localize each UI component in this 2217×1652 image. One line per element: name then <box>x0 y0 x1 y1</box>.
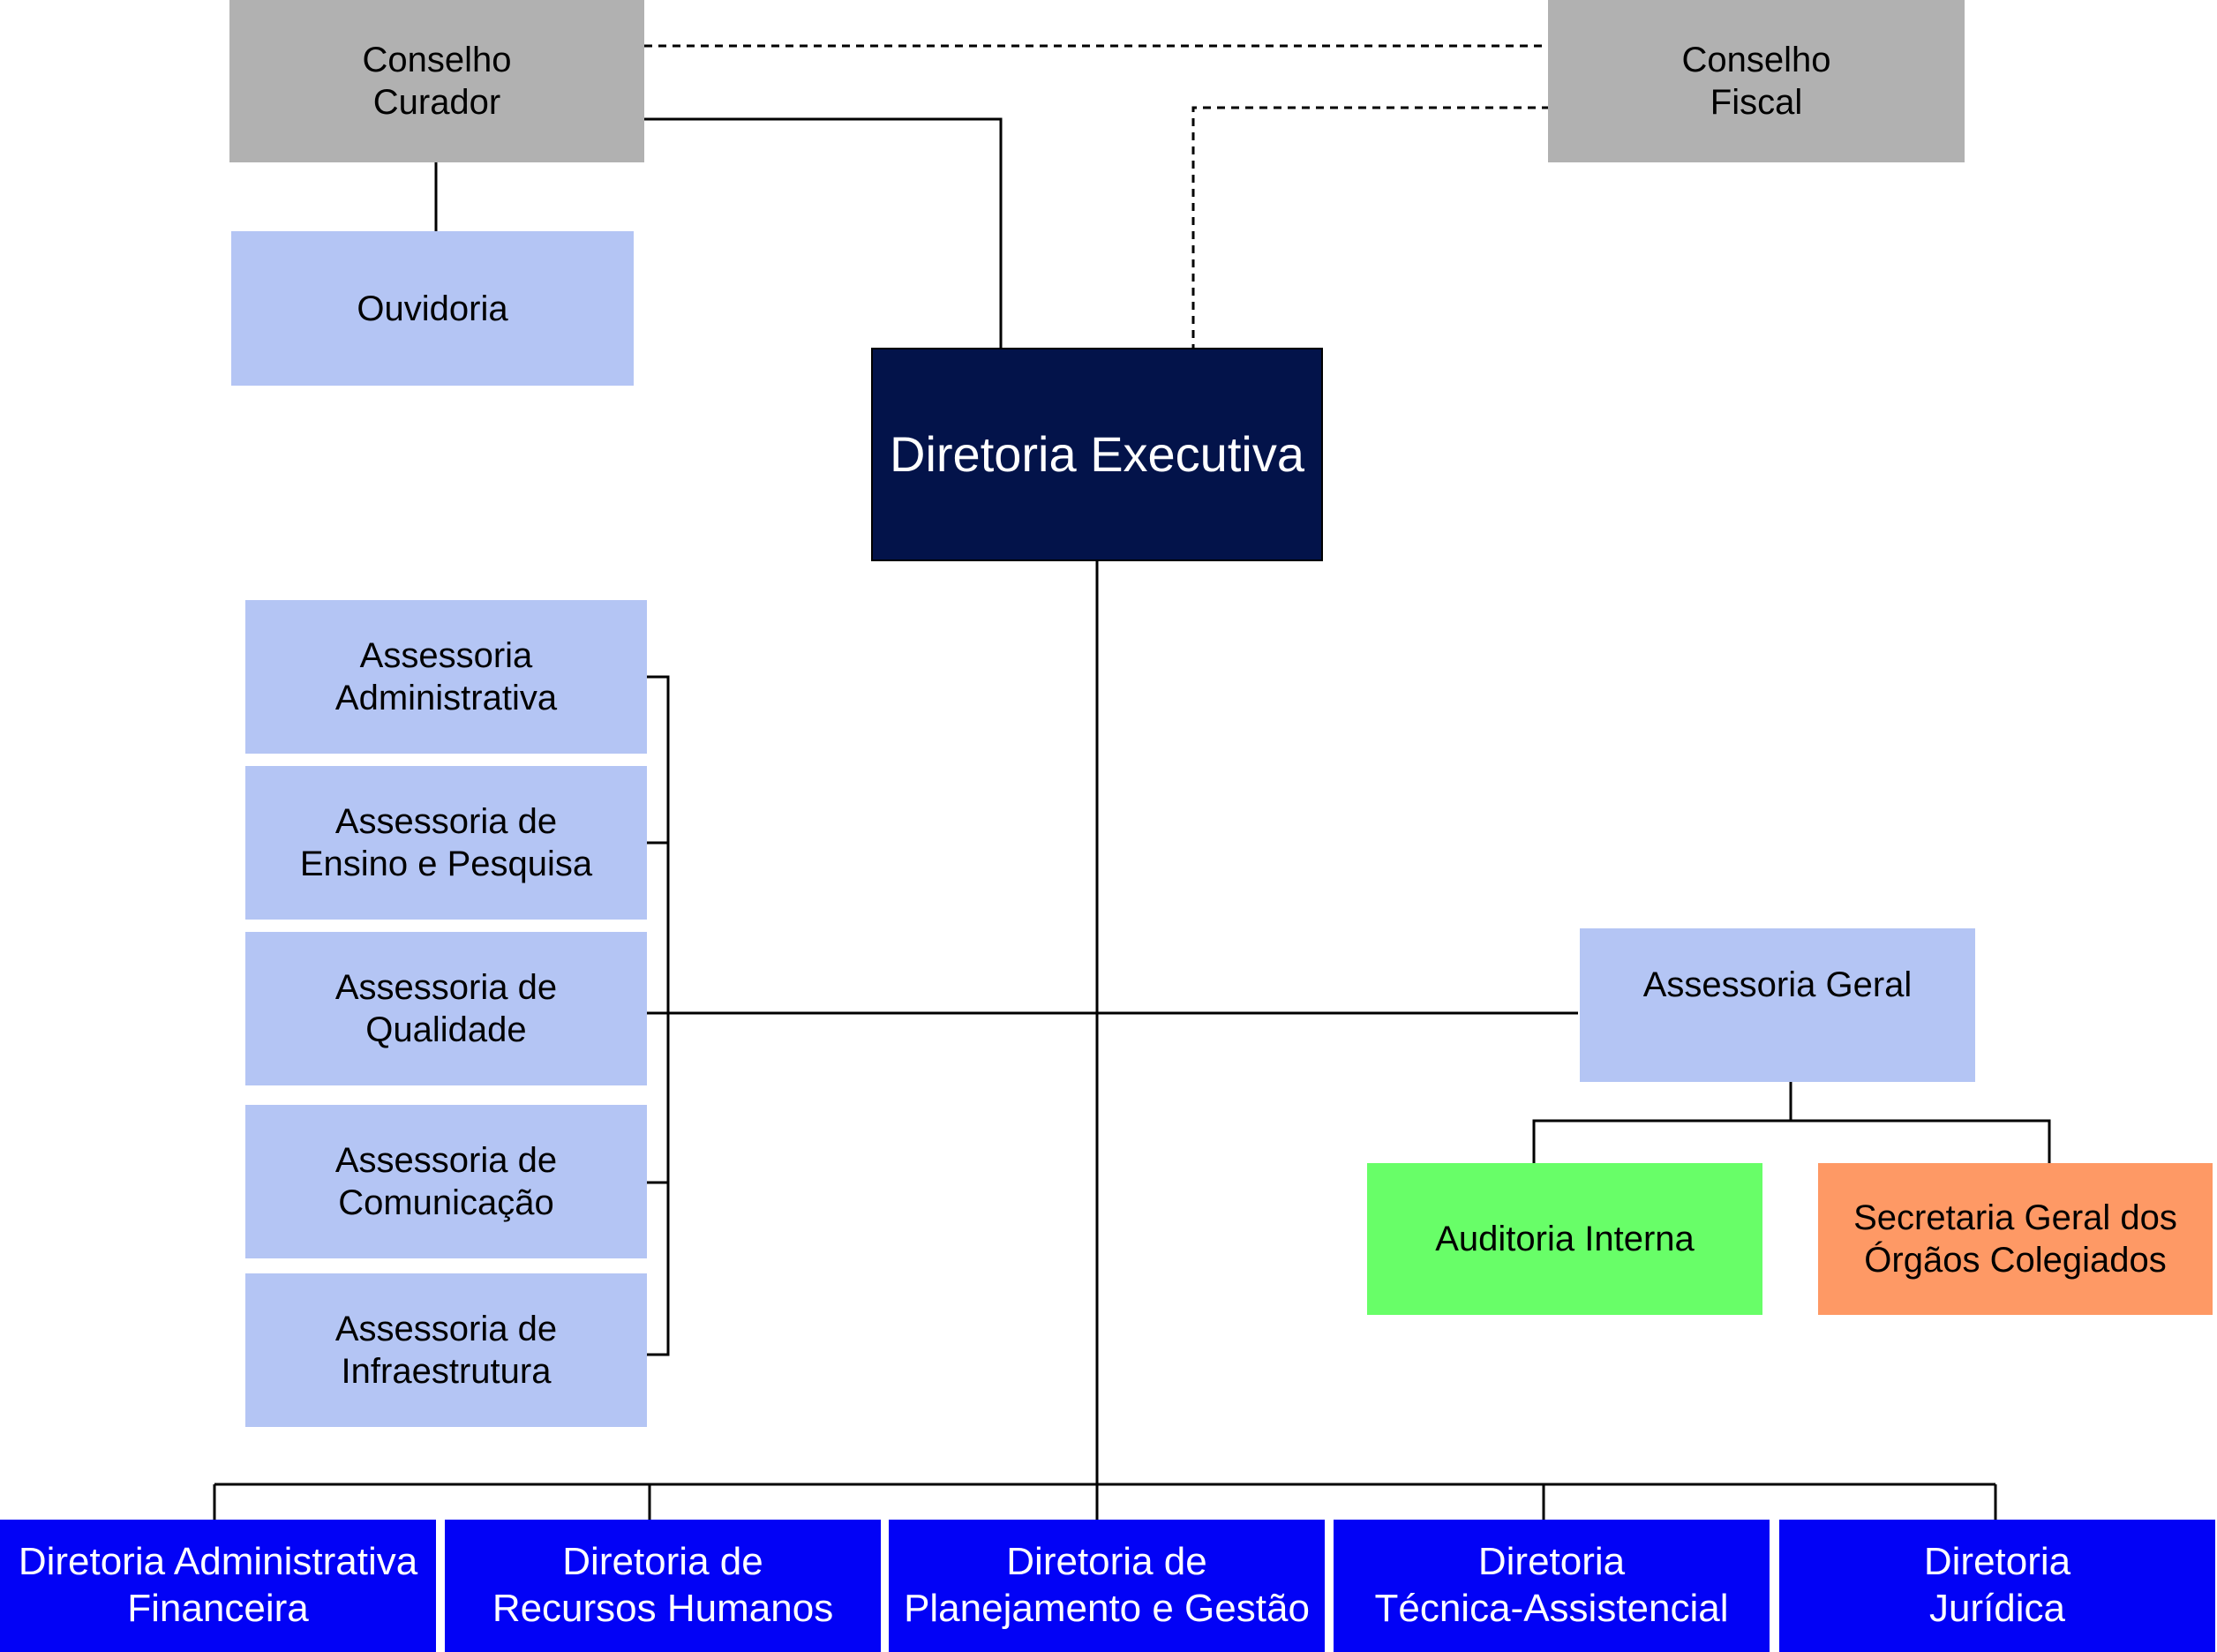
assessoria-label: Assessoria de Comunicação <box>334 1141 558 1222</box>
diretoria-label: Diretoria de Recursos Humanos <box>492 1540 834 1630</box>
diretoria-box: Diretoria Administrativa Financeira <box>0 1520 436 1652</box>
assessoria-label: Assessoria de Qualidade <box>334 968 558 1049</box>
assessoria-box: Assessoria de Infraestrutura <box>245 1273 647 1427</box>
diretoria-executiva-box: Diretoria Executiva <box>871 348 1323 561</box>
line-curador-executiva <box>644 117 1003 362</box>
ouvidoria-label: Ouvidoria <box>357 289 508 328</box>
assessoria-geral-label: Assessoria Geral <box>1642 965 1913 1004</box>
ouvidoria-box: Ouvidoria <box>231 231 634 386</box>
assessoria-box: Assessoria de Qualidade <box>245 932 647 1085</box>
conselho-fiscal-box: Conselho Fiscal <box>1548 0 1965 162</box>
assessoria-box: Assessoria de Ensino e Pesquisa <box>245 766 647 920</box>
line-directorates-bus <box>213 1483 1997 1520</box>
assessoria-box: Assessoria Administrativa <box>245 600 647 754</box>
assessoria-label: Assessoria Administrativa <box>334 636 558 717</box>
auditoria-interna-box: Auditoria Interna <box>1367 1163 1762 1315</box>
assessorias-bracket <box>647 675 670 1356</box>
assessoria-geral-box: Assessoria Geral <box>1580 928 1975 1082</box>
conselho-curador-box: Conselho Curador <box>229 0 644 162</box>
line-geral-children <box>1532 1082 2051 1163</box>
secretaria-geral-label: Secretaria Geral dos Órgãos Colegiados <box>1853 1198 2177 1280</box>
diretoria-box: Diretoria Técnica-Assistencial <box>1334 1520 1770 1652</box>
assessoria-label: Assessoria de Infraestrutura <box>334 1310 558 1391</box>
conselho-fiscal-label: Conselho Fiscal <box>1681 41 1831 122</box>
diretoria-label: Diretoria Jurídica <box>1923 1540 2071 1630</box>
diretoria-label: Diretoria Administrativa Financeira <box>18 1540 418 1630</box>
auditoria-interna-label: Auditoria Interna <box>1435 1220 1695 1258</box>
secretaria-geral-box: Secretaria Geral dos Órgãos Colegiados <box>1818 1163 2213 1315</box>
diretoria-box: Diretoria Jurídica <box>1779 1520 2215 1652</box>
diretoria-executiva-label: Diretoria Executiva <box>890 426 1304 483</box>
diretoria-label: Diretoria de Planejamento e Gestão <box>904 1540 1310 1630</box>
conselho-curador-label: Conselho Curador <box>362 41 512 122</box>
dashed-line-fiscal-executiva <box>1191 106 1550 349</box>
assessoria-label: Assessoria de Ensino e Pesquisa <box>299 802 593 883</box>
diretoria-label: Diretoria Técnica-Assistencial <box>1374 1540 1729 1630</box>
assessoria-box: Assessoria de Comunicação <box>245 1105 647 1258</box>
diretoria-box: Diretoria de Planejamento e Gestão <box>889 1520 1325 1652</box>
diretoria-box: Diretoria de Recursos Humanos <box>445 1520 881 1652</box>
